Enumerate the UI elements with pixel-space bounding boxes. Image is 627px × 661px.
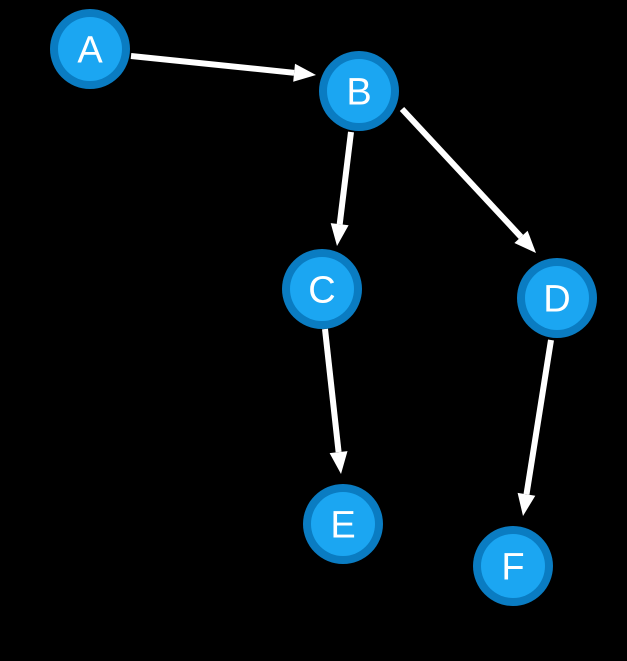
graph-node-E[interactable]: E xyxy=(303,484,383,564)
node-label: B xyxy=(346,71,371,113)
arrowhead-icon xyxy=(330,223,349,246)
node-label: C xyxy=(308,269,335,311)
edge-line xyxy=(336,131,354,225)
node-body xyxy=(481,534,545,598)
node-body xyxy=(311,492,375,556)
node-body xyxy=(327,59,391,123)
graph-node-A[interactable]: A xyxy=(50,9,130,89)
graph-node-B[interactable]: B xyxy=(319,51,399,131)
arrowhead-icon xyxy=(514,230,536,253)
graph-edge-D-F xyxy=(517,339,554,516)
node-label: F xyxy=(501,546,524,588)
node-label: D xyxy=(543,278,570,320)
node-body xyxy=(58,17,122,81)
arrowhead-icon xyxy=(293,63,316,82)
arrowhead-icon xyxy=(329,451,348,474)
graph-node-D[interactable]: D xyxy=(517,258,597,338)
node-body xyxy=(525,266,589,330)
graph-node-C[interactable]: C xyxy=(282,249,362,329)
node-label: E xyxy=(330,504,355,546)
graph-edge-A-B xyxy=(130,53,316,82)
edge-line xyxy=(523,339,554,495)
edge-line xyxy=(130,53,295,76)
graph-edge-B-D xyxy=(399,106,536,253)
node-label: A xyxy=(77,29,103,71)
edge-line xyxy=(399,106,524,239)
edge-line xyxy=(322,328,342,453)
arrowhead-icon xyxy=(517,492,536,516)
graph-node-F[interactable]: F xyxy=(473,526,553,606)
graph-edge-C-E xyxy=(322,328,348,474)
node-body xyxy=(290,257,354,321)
graph-edge-B-C xyxy=(330,131,354,246)
